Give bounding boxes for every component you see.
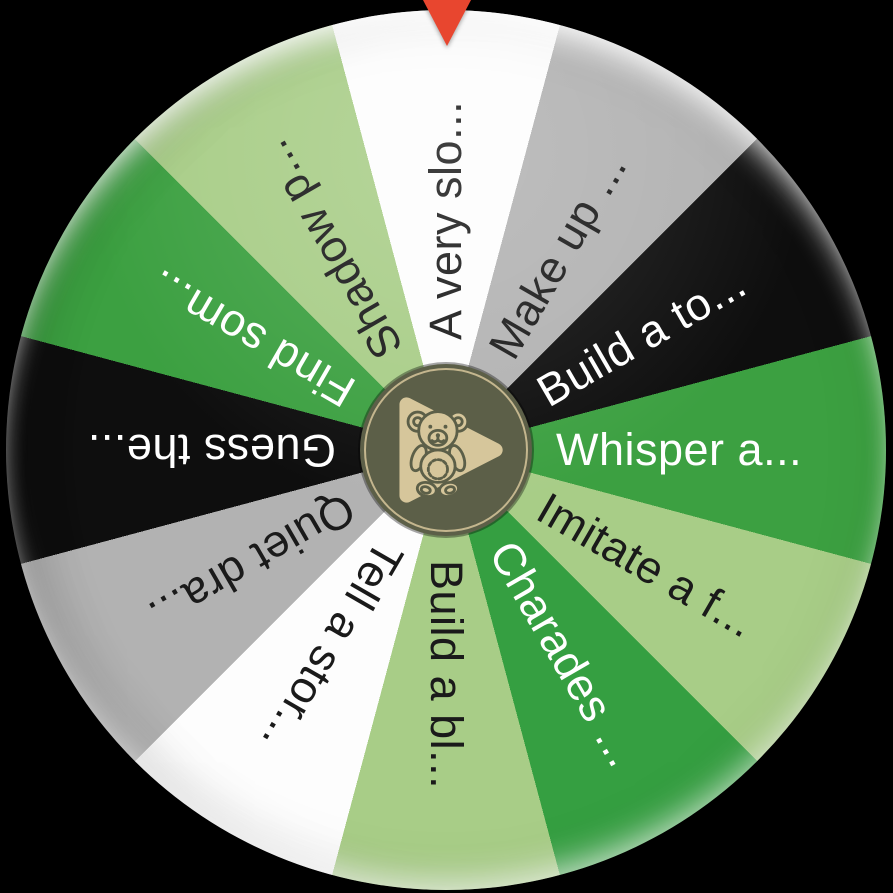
prize-wheel[interactable]: A very slo...Make up ...Build a to...Whi… (6, 10, 886, 890)
teddy-bear-icon (406, 410, 470, 498)
center-badge-graphic (399, 397, 503, 503)
wheel-pointer-icon (422, 0, 471, 46)
center-spin-button[interactable] (360, 364, 532, 536)
